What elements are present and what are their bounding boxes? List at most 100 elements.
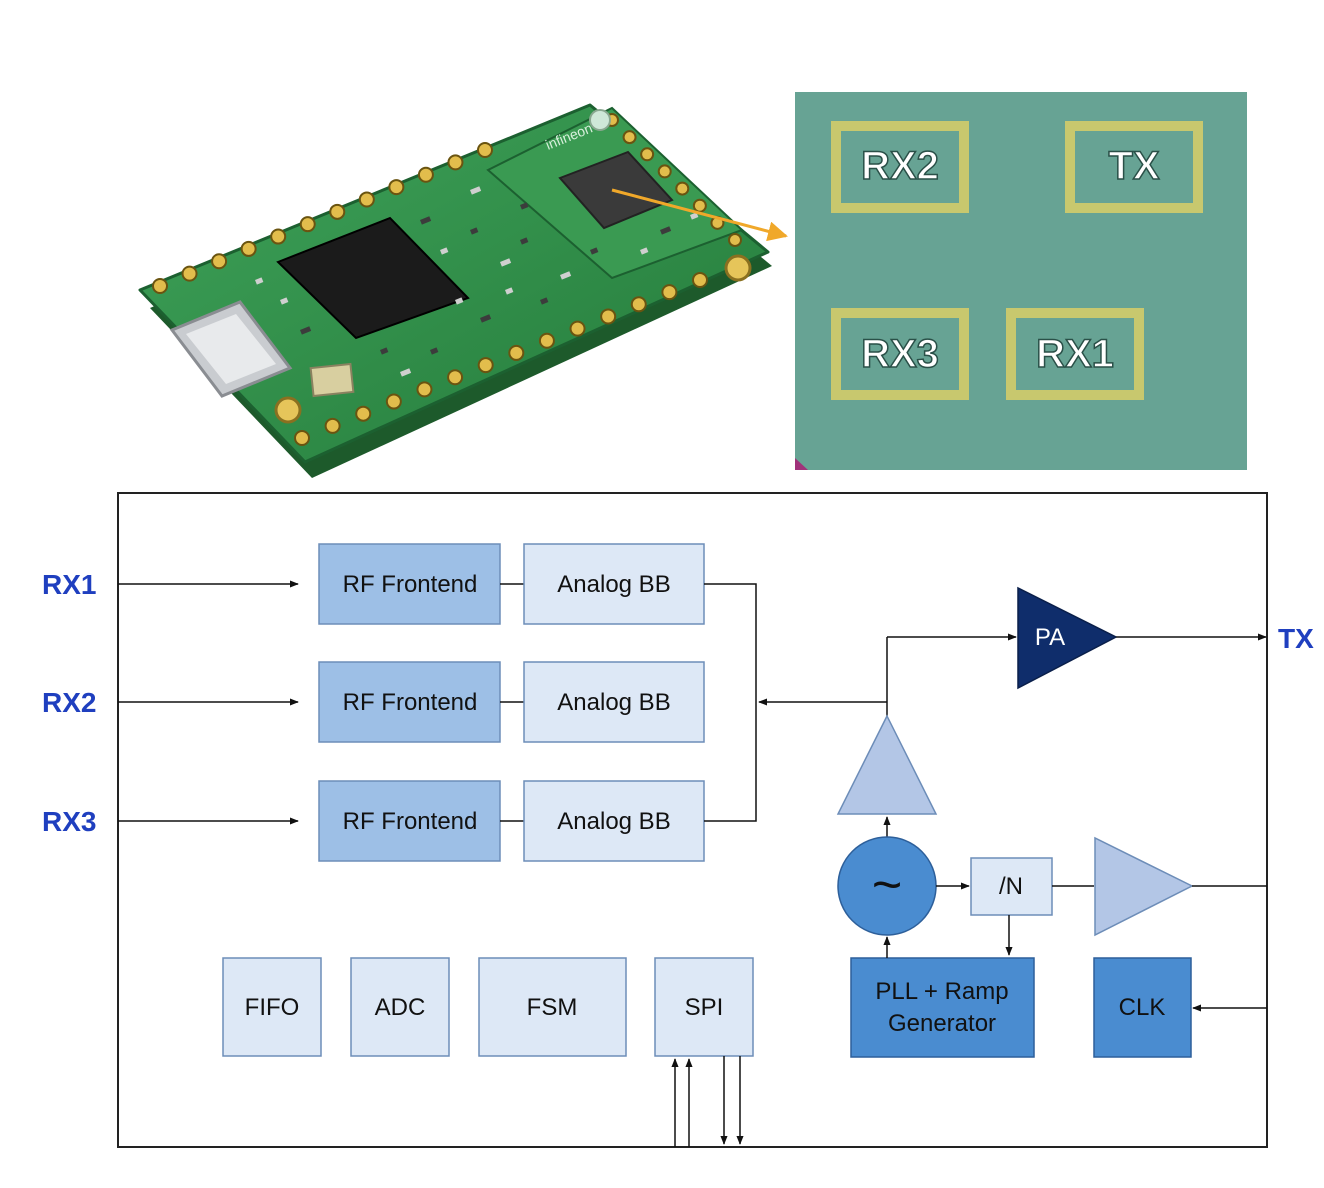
pin-pad: [447, 369, 464, 386]
fifo-label: FIFO: [245, 994, 300, 1021]
pin-pad: [358, 191, 375, 208]
pin-pad: [417, 166, 434, 183]
analog-bb-1: [523, 543, 705, 625]
pin-pad: [388, 179, 405, 196]
smd-part: [540, 297, 549, 305]
smd-part: [520, 237, 529, 245]
mounting-hole: [274, 396, 302, 424]
smd-part: [400, 368, 412, 377]
smd-part: [455, 297, 464, 305]
spi-block: [654, 957, 754, 1057]
pin-pad: [152, 278, 168, 294]
input-label-rx1: RX1: [42, 569, 96, 600]
pin-pad: [640, 147, 655, 162]
smd-part: [660, 226, 672, 235]
pin-pad: [692, 272, 708, 288]
pin-pad: [477, 142, 493, 158]
rf-frontend-3-label: RF Frontend: [343, 808, 478, 835]
analog-bb-2-label: Analog BB: [557, 689, 670, 716]
smd-part: [280, 297, 289, 305]
pin-pad: [385, 393, 402, 410]
fsm-label: FSM: [527, 994, 578, 1021]
pin-pad: [675, 181, 690, 196]
fifo-block: [222, 957, 322, 1057]
pin-pad: [692, 198, 707, 213]
block-diagram: RX1 RX2 RX3 TX RF Frontend Analog BB RF …: [42, 492, 1314, 1148]
smd-part: [420, 216, 432, 225]
output-buffer-amplifier: [1094, 836, 1194, 937]
antenna-rx3: RX3: [831, 308, 969, 400]
smd-part: [520, 202, 529, 210]
smd-part: [470, 227, 479, 235]
pin-pad: [600, 308, 617, 325]
input-label-rx2: RX2: [42, 687, 96, 718]
antenna-label-rx2: RX2: [861, 144, 939, 188]
zoom-arrow: [611, 188, 788, 242]
analog-bb-3-label: Analog BB: [557, 808, 670, 835]
analog-bb-2: [523, 661, 705, 743]
mcu-chip: [276, 216, 470, 340]
lo-bus-line: [704, 583, 757, 822]
smd-part: [590, 247, 599, 255]
output-label-tx: TX: [1278, 623, 1314, 654]
pll-ramp-generator: [850, 957, 1035, 1058]
pcb-board-image: infineon: [138, 103, 772, 478]
antenna-rx2: RX2: [831, 121, 969, 213]
pll-label-line2: Generator: [888, 1010, 996, 1037]
analog-bb-1-label: Analog BB: [557, 571, 670, 598]
rf-frontend-2-label: RF Frontend: [343, 689, 478, 716]
pin-pad: [728, 233, 742, 247]
pin-pad: [416, 381, 433, 398]
pin-pad: [240, 240, 257, 257]
pin-pad: [538, 332, 555, 349]
smd-part: [640, 247, 649, 255]
mounting-hole: [589, 109, 611, 131]
smd-part: [430, 347, 439, 355]
lo-buffer-amplifier: [836, 714, 938, 815]
rf-frontend-1: [318, 543, 501, 625]
pin-pad: [477, 357, 494, 374]
vco-symbol: ~: [872, 856, 902, 914]
crystal: [309, 362, 355, 398]
clk-block: [1093, 957, 1192, 1058]
pin-pad: [622, 130, 637, 145]
smd-part: [560, 271, 572, 280]
smd-part: [469, 186, 482, 195]
antenna-tx: TX: [1065, 121, 1203, 213]
smd-part: [500, 258, 512, 267]
clk-label: CLK: [1119, 994, 1166, 1021]
spi-label: SPI: [685, 994, 724, 1021]
input-label-rx3: RX3: [42, 806, 96, 837]
pin-pad: [569, 320, 586, 337]
pin-pad: [355, 405, 372, 422]
pin-pad: [211, 253, 228, 270]
pin-pad: [508, 344, 525, 361]
pin-header-top: [152, 142, 493, 294]
pin-pad: [657, 164, 672, 179]
pa-label: PA: [1035, 624, 1065, 651]
smd-part: [300, 326, 312, 335]
pin-pad: [299, 216, 316, 233]
fsm-block: [478, 957, 627, 1057]
antenna-label-rx1: RX1: [1036, 332, 1114, 376]
smd-part: [440, 247, 449, 255]
power-amplifier: [1017, 586, 1118, 690]
smd-part: [505, 287, 514, 295]
adc-label: ADC: [375, 994, 426, 1021]
antenna-layout-panel: RX2 TX RX3 RX1: [795, 92, 1247, 470]
smd-part: [480, 314, 492, 323]
pin-pad: [630, 296, 647, 313]
pin-pad: [661, 284, 678, 301]
smd-components: [254, 186, 699, 377]
analog-bb-3: [523, 780, 705, 862]
divider-label: /N: [999, 873, 1023, 900]
smd-part: [254, 277, 264, 285]
antenna-label-rx3: RX3: [861, 332, 939, 376]
pin-header-bottom: [294, 272, 708, 446]
pin-pad: [270, 228, 287, 245]
adc-block: [350, 957, 450, 1057]
pin-pad: [329, 203, 346, 220]
divider-block: [970, 857, 1053, 916]
rf-frontend-1-label: RF Frontend: [343, 571, 478, 598]
